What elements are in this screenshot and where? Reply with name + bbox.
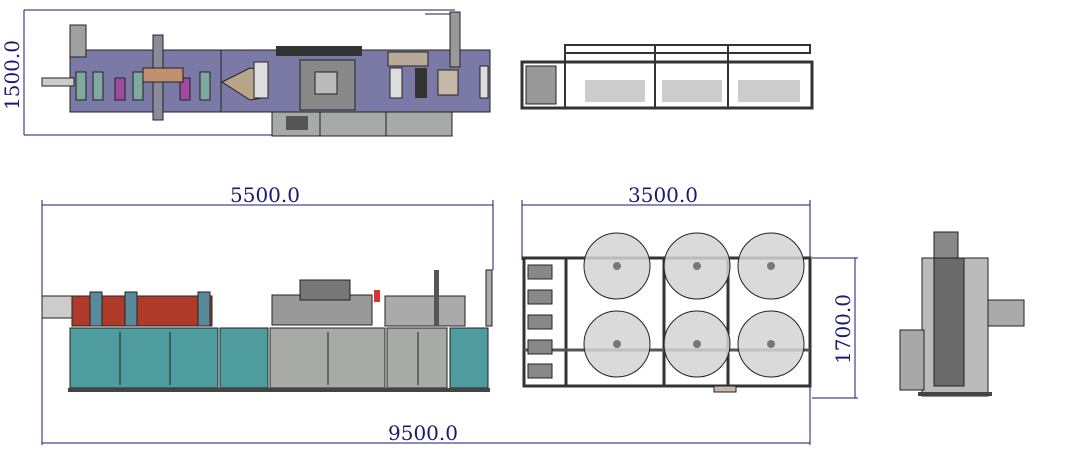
reel [662, 80, 722, 102]
material-reels [583, 232, 805, 378]
ear-loop-box [387, 51, 429, 67]
ear-loop-feeder [449, 11, 461, 68]
infeed [41, 77, 75, 87]
unwind-arm [69, 24, 87, 58]
signal-light [374, 290, 380, 302]
height-dimension: 1700.0 [812, 257, 858, 399]
end-view [899, 231, 1025, 397]
cabinets [69, 327, 489, 389]
dimension-label-3500: 3500.0 [628, 183, 698, 207]
touch-screen [286, 116, 308, 130]
top-side-view [520, 44, 814, 110]
total-length-dimension: 9500.0 [42, 421, 810, 445]
dimension-label-5500: 5500.0 [230, 183, 300, 207]
reel-edge [933, 231, 959, 261]
ear-loop-unit [384, 295, 466, 327]
dimension-label-9500: 9500.0 [388, 421, 458, 445]
dimension-label-1500: 1500.0 [0, 40, 24, 110]
unwind-units [527, 264, 553, 379]
frame [520, 60, 814, 110]
control-box [899, 329, 925, 391]
roller [253, 61, 269, 99]
cabinet [449, 327, 489, 389]
cabinet [386, 327, 448, 389]
side-view: 3500.0 [521, 183, 812, 445]
reel [585, 80, 645, 102]
top-view: 1500.0 [0, 9, 491, 137]
cabinet [219, 327, 269, 389]
reel [738, 80, 800, 102]
welding-comb [276, 46, 362, 56]
dimension-label-1700: 1700.0 [831, 294, 855, 364]
unwind-unit [525, 65, 557, 105]
infeed [41, 295, 73, 319]
front-view: 5500.0 [41, 183, 494, 445]
cabinet [69, 327, 219, 389]
roller-stations [75, 34, 211, 121]
